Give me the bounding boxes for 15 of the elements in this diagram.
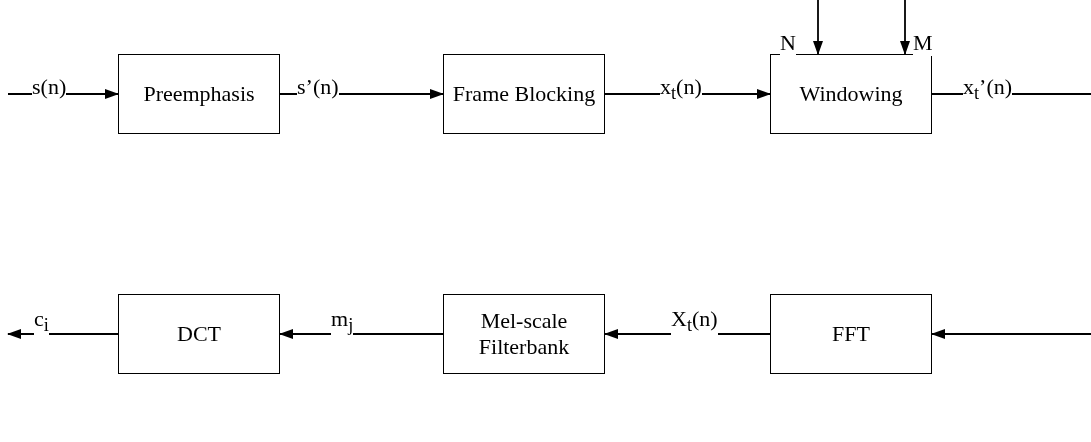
arrow xyxy=(900,0,910,55)
process-box xyxy=(443,54,605,134)
process-box xyxy=(443,294,605,374)
box-label: Preemphasis xyxy=(143,81,255,107)
box-label: DCT xyxy=(177,321,221,347)
process-box xyxy=(770,294,932,374)
box-label: FFT xyxy=(832,321,870,347)
box-label: Frame Blocking xyxy=(452,81,596,107)
process-box xyxy=(770,54,932,134)
arrow xyxy=(813,0,823,55)
box-label: Mel-scale Filterbank xyxy=(477,308,571,360)
box-label: Windowing xyxy=(799,81,903,107)
process-box xyxy=(118,54,280,134)
arrow xyxy=(931,329,1091,339)
process-box xyxy=(118,294,280,374)
